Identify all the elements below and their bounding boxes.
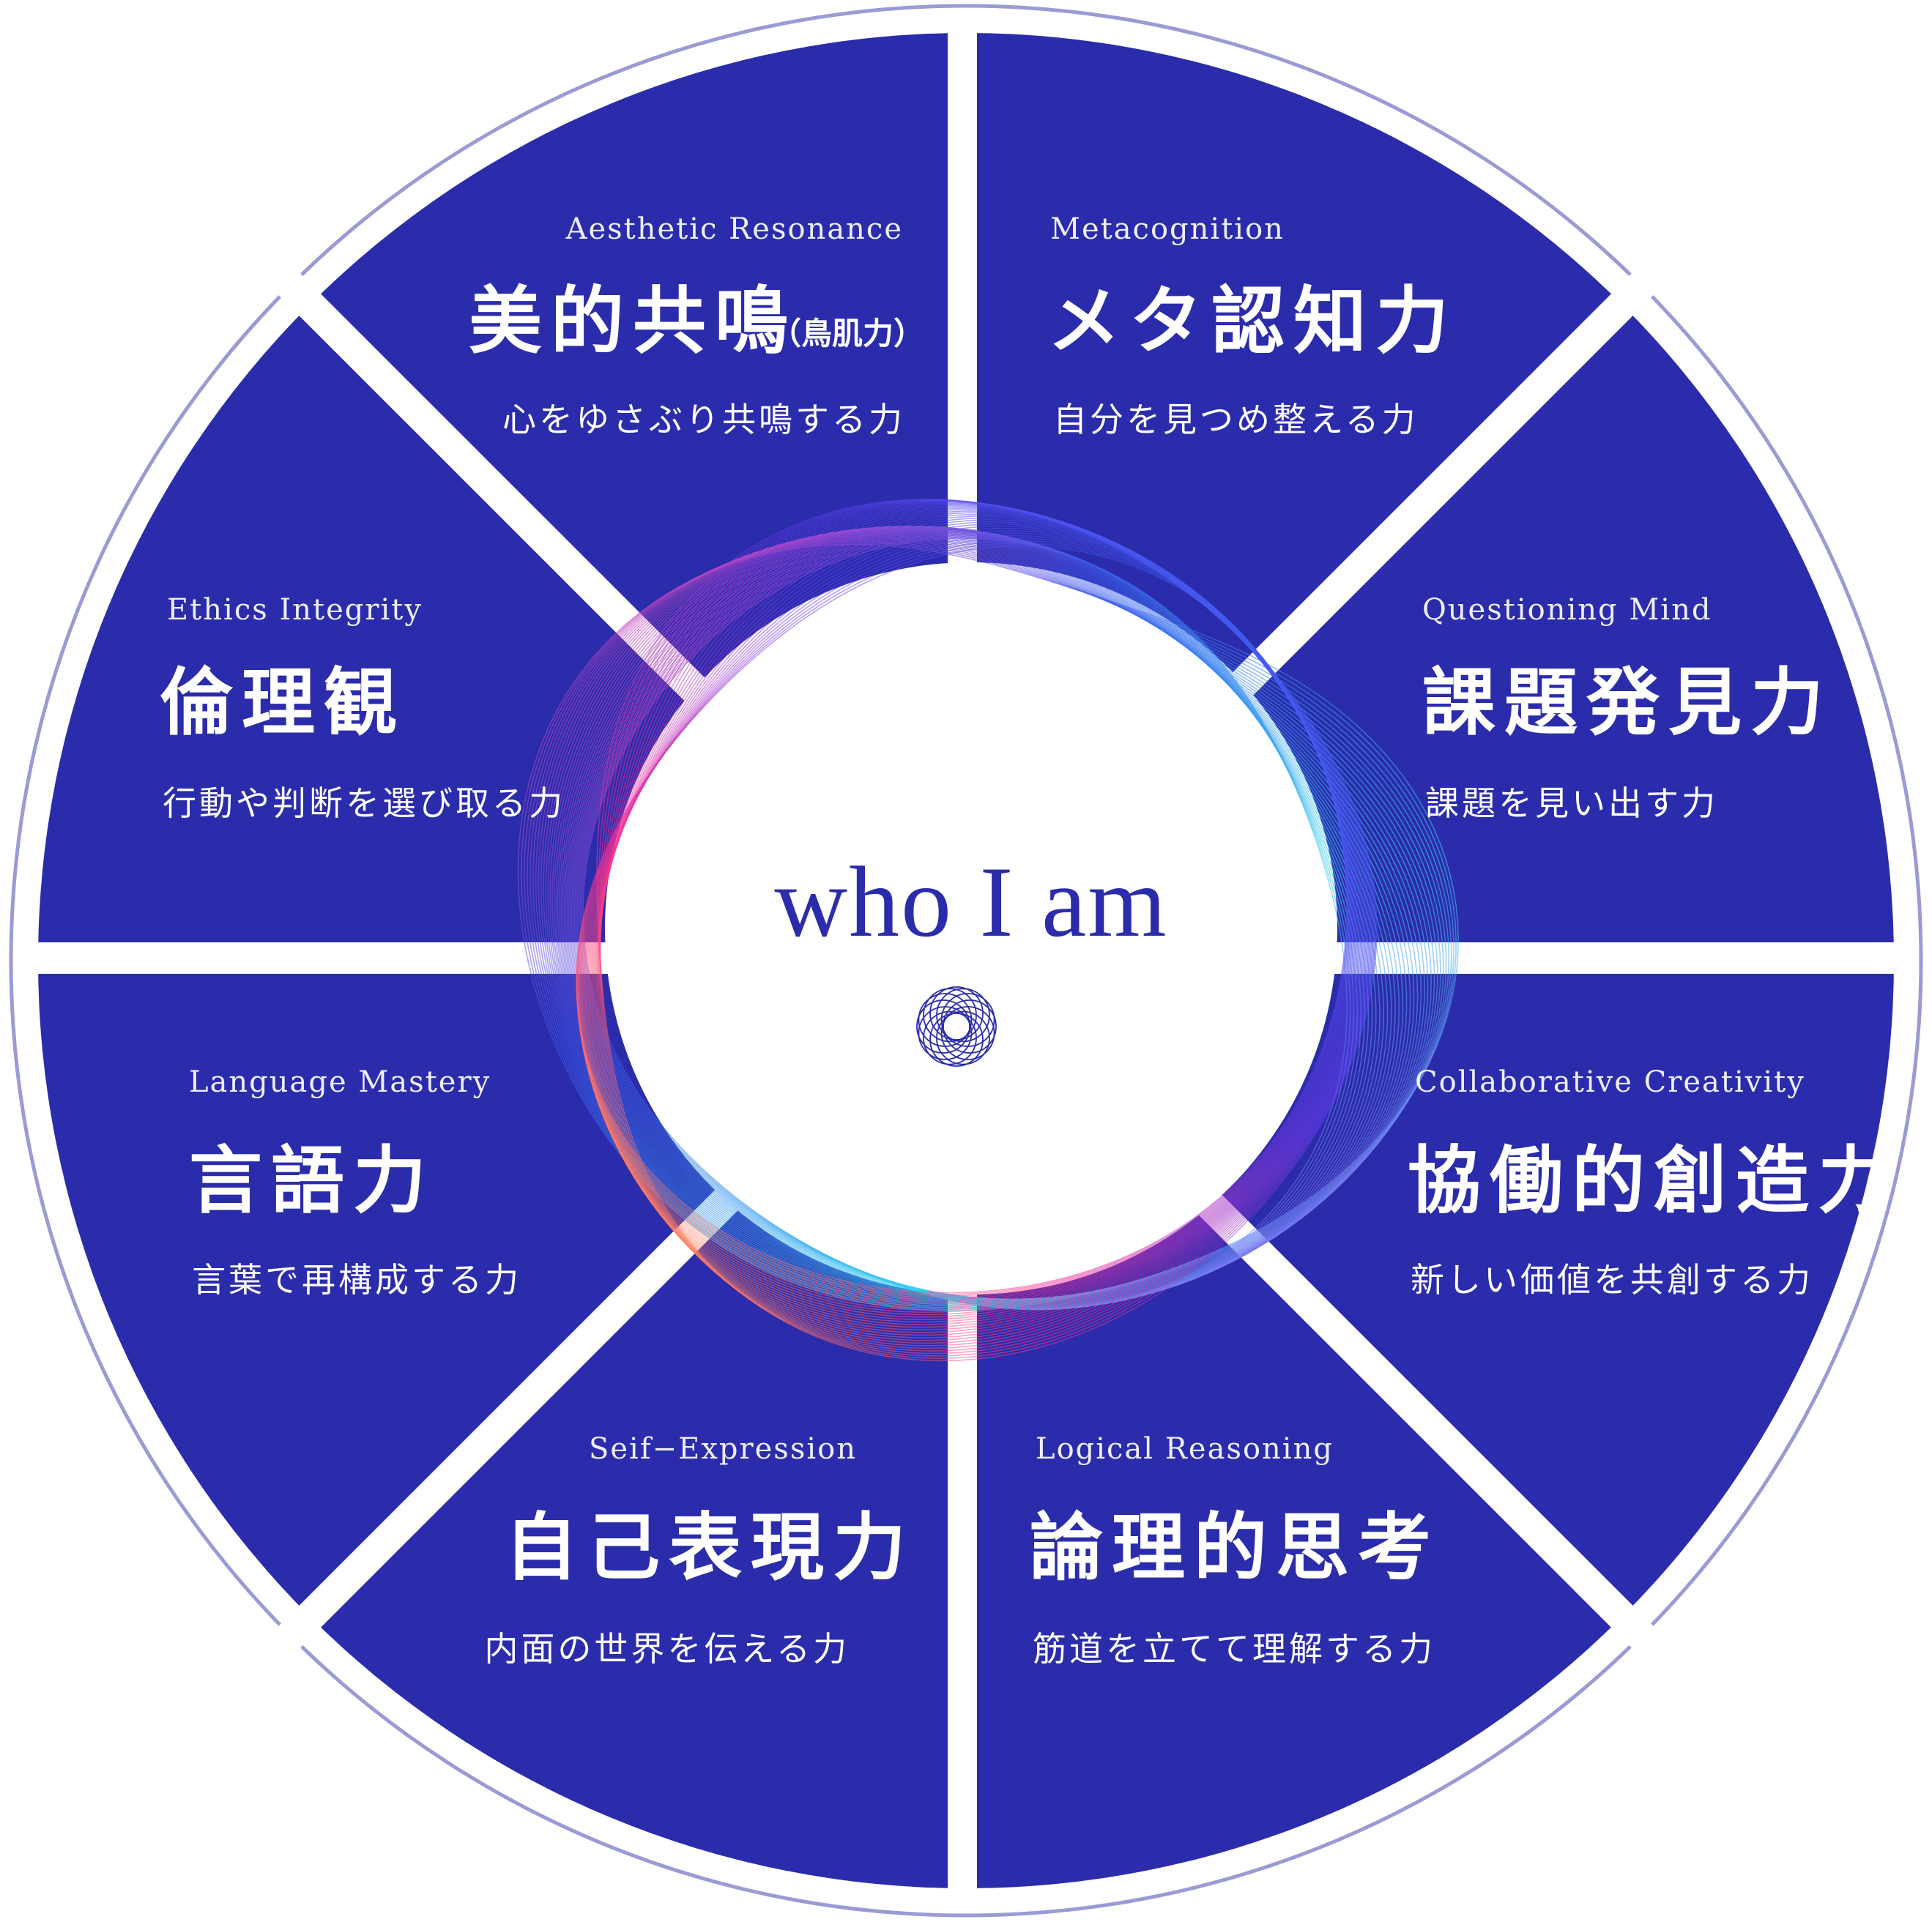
segment-description: 行動や判断を選び取る力 <box>163 783 565 823</box>
segment-en-label: Logical Reasoning <box>1036 1432 1334 1466</box>
segment-en-label: Ethics Integrity <box>167 593 423 627</box>
segment-title: メタ認知力 <box>1047 278 1457 364</box>
segment-en-label: Questioning Mind <box>1422 593 1712 627</box>
segment-collaborative-text: Collaborative Creativity 協働的創造力 新しい価値を共創… <box>1408 1065 1900 1300</box>
segment-title: 協働的創造力 <box>1408 1137 1900 1223</box>
segment-language-text: Language Mastery 言語力 言葉で再構成する力 <box>189 1065 521 1300</box>
segment-en-label: Language Mastery <box>189 1065 491 1099</box>
segment-description: 内面の世界を伝える力 <box>484 1629 850 1669</box>
segment-description: 心をゆさぶり共鳴する力 <box>502 400 905 439</box>
segment-title: 言語力 <box>189 1137 435 1223</box>
segment-description: 言葉で再構成する力 <box>192 1260 521 1300</box>
segment-title: 自己表現力 <box>505 1504 915 1590</box>
segment-title: 美的共鳴 <box>469 278 797 364</box>
segment-en-label: Metacognition <box>1050 212 1285 246</box>
segment-metacognition-text: Metacognition メタ認知力 自分を見つめ整える力 <box>1047 212 1457 439</box>
segment-aesthetic-text: Aesthetic Resonance 美的共鳴 （鳥肌力） 心をゆさぶり共鳴す… <box>469 212 924 439</box>
segment-en-label: Collaborative Creativity <box>1415 1065 1805 1099</box>
swirl-logo-icon <box>916 986 997 1067</box>
segment-logical-text: Logical Reasoning 論理的思考 筋道を立てて理解する力 <box>1030 1432 1440 1669</box>
segment-en-label: Seif−Expression <box>589 1432 857 1466</box>
segment-description: 新しい価値を共創する力 <box>1411 1260 1813 1300</box>
segment-title-note: （鳥肌力） <box>770 316 924 351</box>
segment-title: 課題発見力 <box>1422 659 1832 745</box>
center-title: who I am <box>774 846 1167 958</box>
segment-ethics-text: Ethics Integrity 倫理観 行動や判断を選び取る力 <box>160 593 565 823</box>
segment-title: 論理的思考 <box>1030 1504 1440 1590</box>
segment-self-expression-text: Seif−Expression 自己表現力 内面の世界を伝える力 <box>484 1432 915 1669</box>
segment-title: 倫理観 <box>160 659 406 745</box>
segment-description: 筋道を立てて理解する力 <box>1033 1629 1435 1669</box>
center-disc <box>605 562 1337 1295</box>
segment-description: 自分を見つめ整える力 <box>1053 400 1419 439</box>
segment-questioning-text: Questioning Mind 課題発見力 課題を見い出す力 <box>1422 593 1832 823</box>
segment-description: 課題を見い出す力 <box>1425 783 1718 823</box>
iridescent-ribbon <box>517 499 1460 1362</box>
outer-ring <box>9 4 1923 1918</box>
segment-en-label: Aesthetic Resonance <box>565 212 903 246</box>
